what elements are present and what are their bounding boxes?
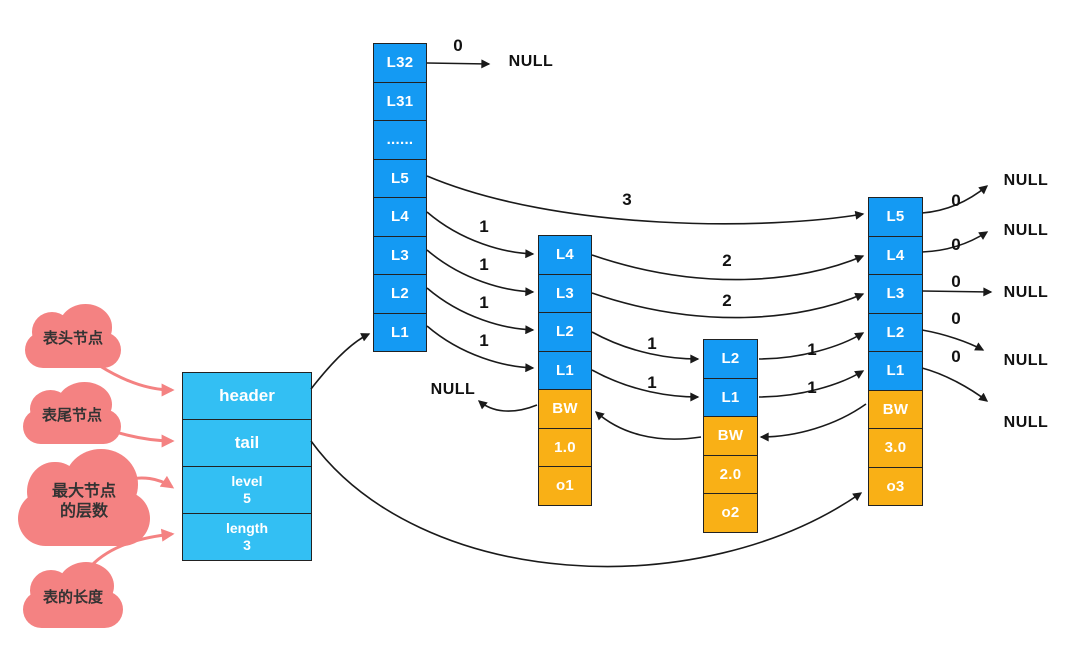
cloud-body	[23, 409, 121, 444]
struct-length-field: length 3	[183, 513, 311, 560]
arrow-struct-header-to-headcol	[310, 333, 371, 390]
arrow-cloud-header	[99, 364, 175, 397]
arrow-o2bw-to-o1bw	[594, 411, 702, 440]
null-label-r2: NULL	[1003, 222, 1049, 239]
head-cell-l5: L5	[374, 158, 426, 197]
null-label-top: NULL	[508, 53, 554, 70]
o3-cell-obj: o3	[869, 466, 922, 505]
struct-header-field: header	[183, 373, 311, 419]
head-cell-l3: L3	[374, 235, 426, 274]
span-label-o1-l1: 1	[647, 373, 657, 392]
null-label-r3: NULL	[1003, 284, 1049, 301]
arrow-o3l1-to-null	[921, 367, 989, 402]
o1-cell-l4: L4	[539, 236, 591, 274]
span-label-o3-l2: 0	[951, 309, 961, 328]
cloud-tail-node: 表尾节点	[23, 382, 121, 444]
struct-length-label: length	[226, 520, 268, 537]
struct-length-value: 3	[243, 537, 251, 553]
o3-cell-score: 3.0	[869, 428, 922, 467]
struct-tail-label: tail	[234, 433, 260, 452]
head-cell-l1: L1	[374, 312, 426, 351]
arrow-o1bw-to-null	[477, 400, 538, 412]
head-cell-l2: L2	[374, 274, 426, 313]
o1-cell-obj: o1	[539, 466, 591, 505]
o3-cell-bw: BW	[869, 389, 922, 428]
head-cell-l4: L4	[374, 197, 426, 236]
span-label-o3-l3: 0	[951, 272, 961, 291]
o2-cell-l2: L2	[704, 340, 757, 378]
cloud-max-level: 最大节点 的层数	[18, 449, 150, 546]
span-label-o1-l2: 1	[647, 334, 657, 353]
o1-cell-l3: L3	[539, 273, 591, 312]
span-label-head-l4: 1	[479, 217, 489, 236]
head-level-column: L32 L31 ...... L5 L4 L3 L2 L1	[373, 43, 427, 352]
cloud-label: 表尾节点	[41, 406, 102, 424]
o3-cell-l3: L3	[869, 274, 922, 313]
span-label-o2-l1: 1	[807, 378, 817, 397]
head-cell-ellipsis: ......	[374, 120, 426, 159]
o3-cell-l1: L1	[869, 351, 922, 390]
span-label-head-l1: 1	[479, 331, 489, 350]
o1-cell-l1: L1	[539, 350, 591, 389]
cloud-list-length: 表的长度	[23, 562, 123, 628]
arrow-o3bw-to-o2bw	[759, 403, 867, 442]
span-label-o3-l1: 0	[951, 347, 961, 366]
head-cell-l32: L32	[374, 44, 426, 82]
cloud-body	[25, 332, 121, 368]
o1-cell-bw: BW	[539, 389, 591, 428]
o3-cell-l4: L4	[869, 235, 922, 274]
arrow-l32-to-null	[426, 59, 491, 69]
span-label-o1-l3: 2	[722, 291, 732, 310]
span-label-head-l2: 1	[479, 293, 489, 312]
span-label-o1-l4: 2	[722, 251, 732, 270]
node-o1-column: L4 L3 L2 L1 BW 1.0 o1	[538, 235, 592, 506]
o2-cell-score: 2.0	[704, 454, 757, 493]
cloud-label-line1: 最大节点	[51, 483, 116, 500]
cloud-label: 表头节点	[42, 329, 103, 347]
null-label-o1-bw: NULL	[430, 381, 476, 398]
span-label-head-l3: 1	[479, 255, 489, 274]
null-label-r4: NULL	[1003, 352, 1049, 369]
skiplist-struct-box: header tail level 5 length 3	[182, 372, 312, 561]
cloud-body	[23, 590, 123, 628]
struct-level-label: level	[231, 473, 263, 490]
struct-level-field: level 5	[183, 466, 311, 513]
cloud-label: 表的长度	[42, 588, 103, 606]
cloud-header-node: 表头节点	[25, 304, 121, 368]
arrow-o1l2-to-o2l2	[591, 331, 700, 364]
null-label-r5: NULL	[1003, 414, 1049, 431]
null-label-r1: NULL	[1003, 172, 1049, 189]
span-label-o2-l2: 1	[807, 340, 817, 359]
span-label-l32: 0	[453, 36, 463, 55]
o3-cell-l2: L2	[869, 312, 922, 351]
struct-level-value: 5	[243, 490, 251, 506]
o3-cell-l5: L5	[869, 198, 922, 236]
struct-header-label: header	[219, 386, 275, 405]
arrow-o1l1-to-o2l1	[591, 369, 700, 402]
span-label-o3-l4: 0	[951, 235, 961, 254]
o2-cell-l1: L1	[704, 377, 757, 416]
o1-cell-score: 1.0	[539, 427, 591, 466]
node-o3-column: L5 L4 L3 L2 L1 BW 3.0 o3	[868, 197, 923, 506]
head-cell-l31: L31	[374, 81, 426, 120]
o1-cell-l2: L2	[539, 312, 591, 351]
cloud-label-line2: 的层数	[59, 503, 108, 520]
span-label-head-l5: 3	[622, 190, 632, 209]
struct-tail-field: tail	[183, 419, 311, 466]
o2-cell-bw: BW	[704, 416, 757, 455]
span-label-o3-l5: 0	[951, 191, 961, 210]
node-o2-column: L2 L1 BW 2.0 o2	[703, 339, 758, 533]
o2-cell-obj: o2	[704, 493, 757, 532]
arrow-headl5-to-o3l5	[426, 175, 865, 225]
